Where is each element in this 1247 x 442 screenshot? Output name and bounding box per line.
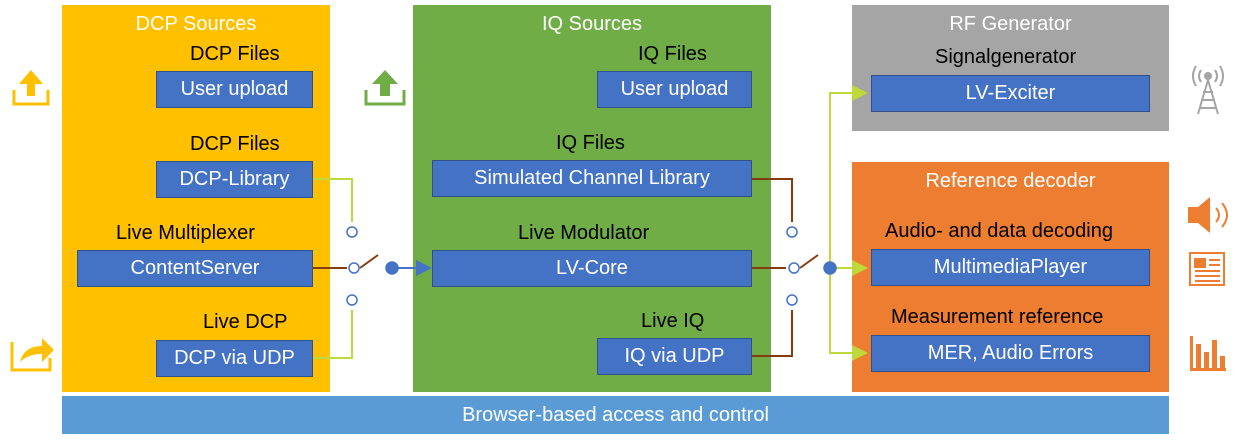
- browser-access-label: Browser-based access and control: [462, 403, 769, 426]
- dcp-switch-node-mid: [348, 262, 360, 274]
- dcp-switch-arm: [359, 254, 379, 269]
- dcp-files-label-1: DCP Files: [190, 43, 280, 65]
- dcp-sources-title: DCP Sources: [135, 13, 257, 35]
- multimediaplayer-box[interactable]: MultimediaPlayer: [871, 249, 1150, 286]
- upload-icon: [12, 70, 50, 106]
- newspaper-icon: [1189, 252, 1225, 286]
- lv-core-box[interactable]: LV-Core: [432, 250, 752, 287]
- iq-switch-node-mid: [788, 262, 800, 274]
- iq-switch-node-bottom: [786, 294, 798, 306]
- audio-data-decoding-label: Audio- and data decoding: [885, 220, 1113, 242]
- live-dcp-label: Live DCP: [203, 311, 288, 333]
- dcp-switch-hub: [385, 261, 399, 275]
- simulated-channel-library-box[interactable]: Simulated Channel Library: [432, 160, 752, 197]
- rf-generator-title: RF Generator: [949, 13, 1072, 35]
- browser-access-bar[interactable]: Browser-based access and control: [62, 396, 1169, 434]
- iq-switch-nodes: [786, 226, 837, 306]
- dcp-library-box[interactable]: DCP-Library: [156, 161, 313, 198]
- iq-switch-arm: [799, 254, 819, 269]
- share-icon: [10, 338, 54, 372]
- iq-sources-panel: IQ Sources: [413, 5, 771, 392]
- dcp-user-upload-box[interactable]: User upload: [156, 71, 313, 108]
- antenna-tower-icon: [1192, 65, 1224, 115]
- iq-files-label-2: IQ Files: [556, 132, 625, 154]
- live-iq-label: Live IQ: [641, 310, 705, 332]
- measurement-reference-label: Measurement reference: [891, 306, 1104, 328]
- contentserver-box[interactable]: ContentServer: [77, 250, 313, 287]
- iq-user-upload-box[interactable]: User upload: [597, 71, 752, 108]
- iq-switch-node-top: [786, 226, 798, 238]
- dcp-files-label-2: DCP Files: [190, 133, 280, 155]
- upload-icon-green: [364, 70, 406, 106]
- live-modulator-label: Live Modulator: [518, 222, 650, 244]
- signalgenerator-label: Signalgenerator: [935, 46, 1077, 68]
- iq-switch-hub: [823, 261, 837, 275]
- dcp-switch-nodes: [346, 226, 399, 306]
- dcp-switch-node-bottom: [346, 294, 358, 306]
- speaker-icon: [1188, 197, 1228, 233]
- iq-via-udp-box[interactable]: IQ via UDP: [597, 338, 752, 375]
- bar-chart-icon: [1190, 336, 1226, 371]
- mer-audio-errors-box[interactable]: MER, Audio Errors: [871, 335, 1150, 372]
- dcp-via-udp-box[interactable]: DCP via UDP: [156, 340, 313, 377]
- live-multiplexer-label: Live Multiplexer: [116, 222, 255, 244]
- iq-files-label-1: IQ Files: [638, 43, 707, 65]
- dcp-switch-node-top: [346, 226, 358, 238]
- reference-decoder-title: Reference decoder: [925, 170, 1096, 192]
- lv-exciter-box[interactable]: LV-Exciter: [871, 75, 1150, 112]
- dcp-sources-panel: DCP Sources: [62, 5, 330, 392]
- iq-sources-title: IQ Sources: [541, 13, 643, 35]
